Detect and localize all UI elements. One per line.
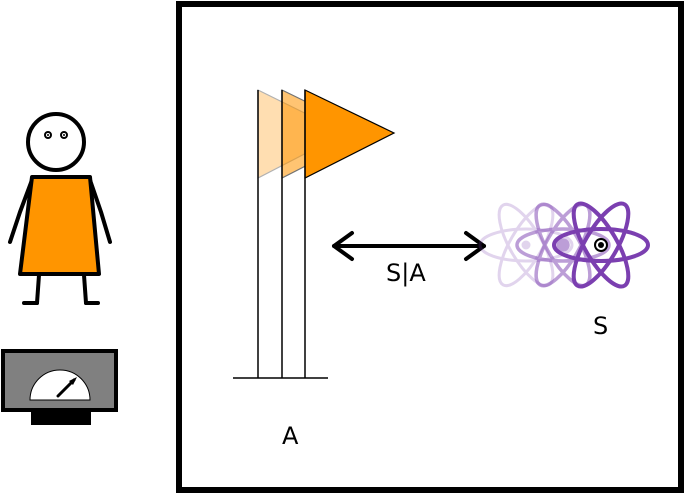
observer-right-leg	[82, 273, 88, 305]
relation-label: S|A	[386, 259, 426, 287]
flag-front	[304, 89, 396, 179]
atom-solid	[552, 201, 650, 289]
double-headed-arrow-icon	[332, 231, 486, 261]
atom-icon	[478, 201, 650, 289]
observer-figure	[8, 112, 112, 305]
apparatus-label: A	[282, 422, 299, 450]
system-frame	[176, 1, 684, 493]
gauge-meter-icon	[1, 349, 118, 425]
observer-left-arm	[8, 178, 34, 244]
meter-dial	[29, 369, 91, 401]
flag-icon	[233, 89, 396, 379]
observer-head	[26, 112, 86, 172]
observer-left-leg	[35, 273, 41, 305]
observer-body	[18, 175, 101, 276]
observer-right-arm	[88, 178, 112, 244]
system-label: S	[593, 312, 609, 340]
